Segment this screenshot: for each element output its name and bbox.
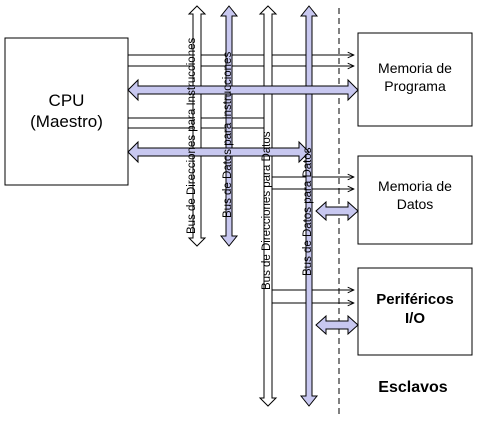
cpu-label-line1: CPU <box>48 91 85 110</box>
instruction-data-link <box>127 78 359 102</box>
data-data-bus <box>299 5 319 407</box>
data-memory-data-link <box>315 200 359 222</box>
program-memory-label-line1: Memoria de <box>378 60 452 76</box>
instr-data-bus-label: Bus de Datos para Instrucciones <box>222 51 234 218</box>
cpu-data-link <box>127 140 310 164</box>
program-memory-box <box>357 32 473 127</box>
instruction-address-bus <box>187 5 207 247</box>
data-memory-label: Memoria de Datos <box>358 178 472 213</box>
peripheral-data-link <box>315 314 359 336</box>
data-address-bus-label: Bus de Direcciones para Datos <box>261 131 273 290</box>
data-memory-box <box>357 155 473 245</box>
peripherals-label-line1: Periféricos <box>376 291 454 308</box>
data-memory-label-line2: Datos <box>396 195 434 212</box>
peripherals-box <box>357 267 473 356</box>
instr-address-bus-label: Bus de Direcciones para Instrucciones <box>186 37 198 234</box>
data-memory-label-line1: Memoria de <box>378 178 452 194</box>
cpu-box <box>4 37 129 186</box>
cpu-label: CPU (Maestro) <box>5 90 128 133</box>
program-memory-label: Memoria de Programa <box>358 60 472 95</box>
peripherals-label: Periféricos I/O <box>358 291 472 329</box>
data-data-bus-label: Bus de Datos para Datos <box>302 147 314 277</box>
instruction-address-lines <box>128 55 354 66</box>
data-address-bus <box>258 5 278 407</box>
cpu-label-line2: (Maestro) <box>30 112 103 132</box>
slaves-label: Esclavos <box>378 379 448 396</box>
instruction-data-bus <box>219 5 239 247</box>
peripherals-label-line2: I/O <box>404 309 425 327</box>
program-memory-label-line2: Programa <box>384 77 446 94</box>
